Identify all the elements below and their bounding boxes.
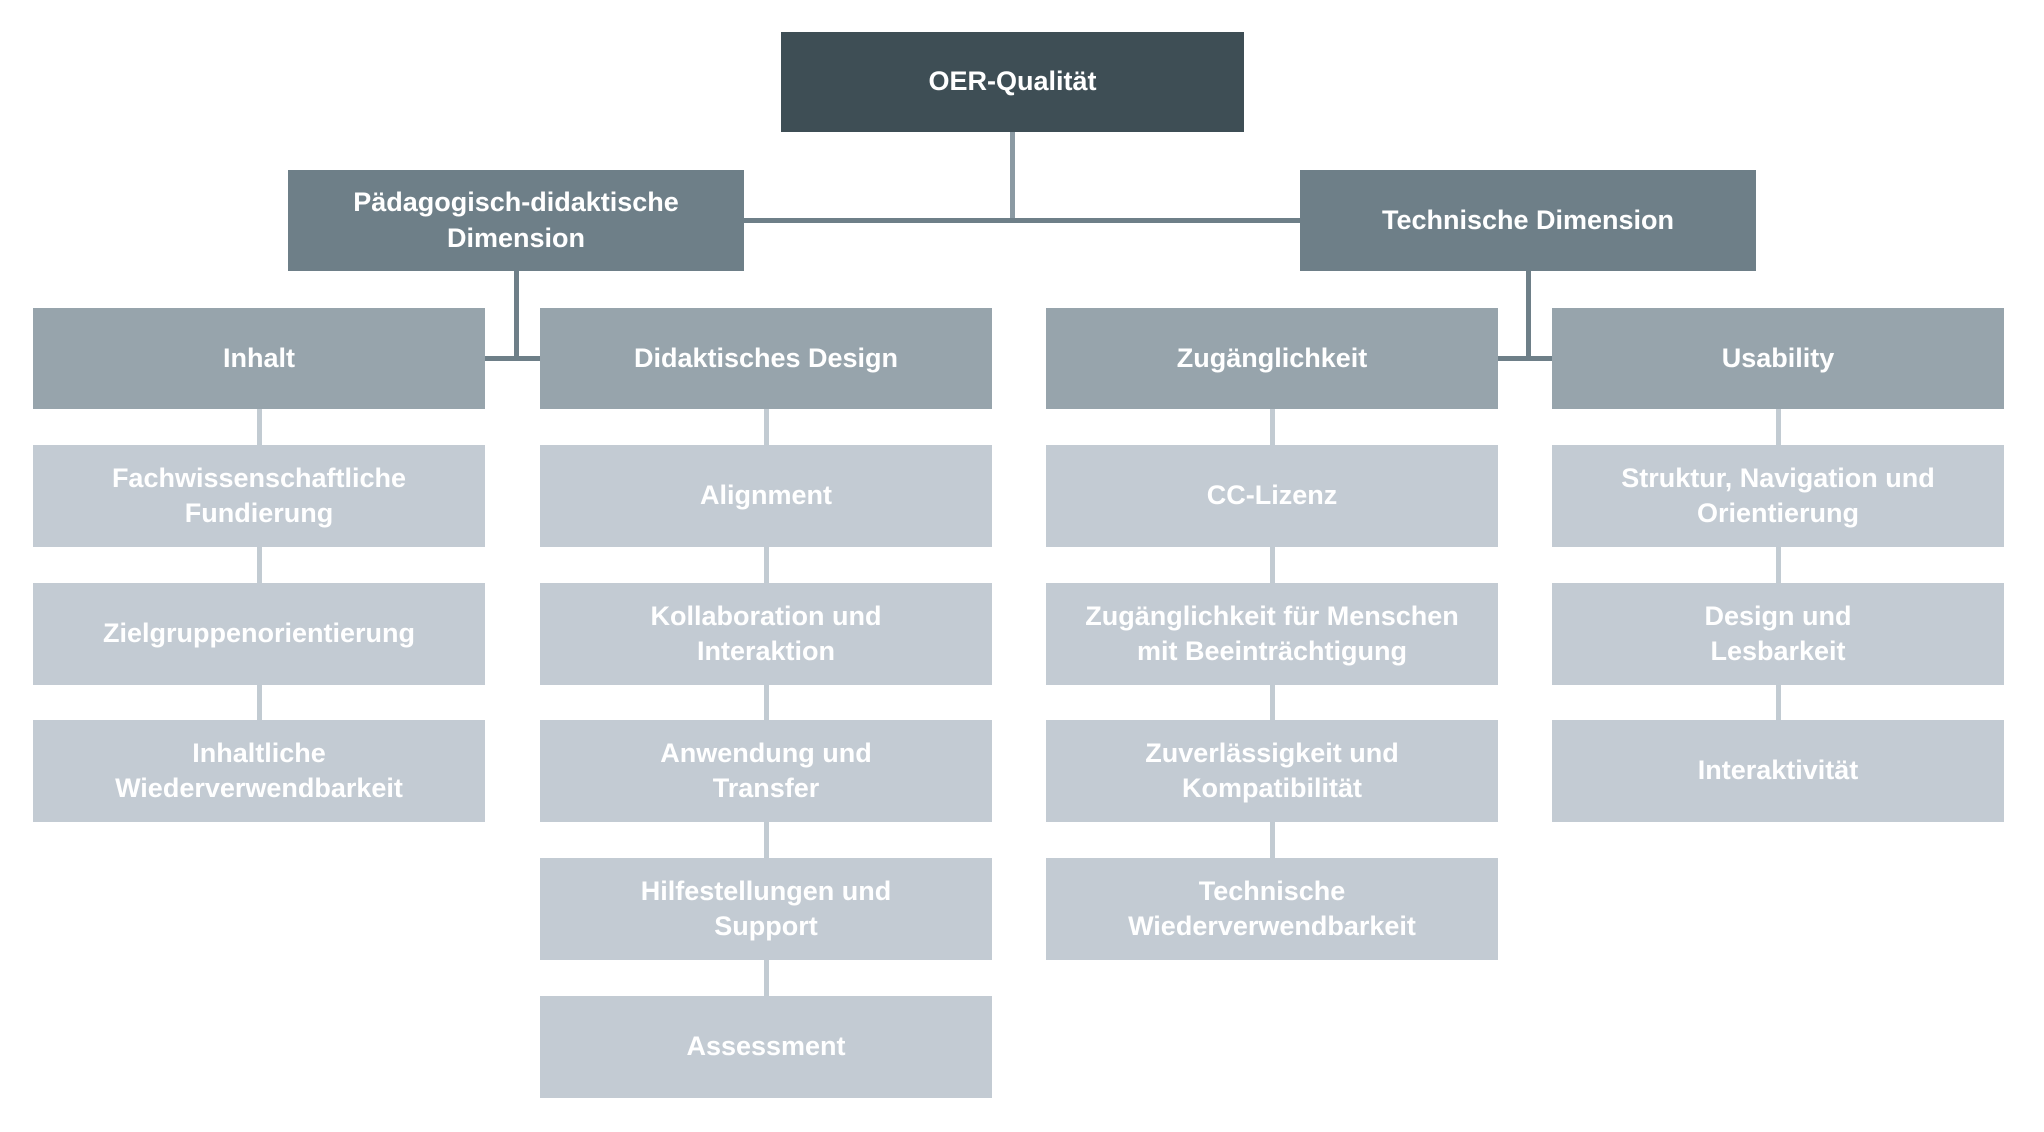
connector-leaf-vertical bbox=[1775, 409, 1781, 445]
connector-dimensions-horizontal bbox=[744, 218, 1300, 223]
connector-leaf-vertical bbox=[763, 547, 769, 583]
dimension-node: Technische Dimension bbox=[1300, 170, 1756, 271]
category-node: Didaktisches Design bbox=[540, 308, 992, 409]
leaf-node: Fachwissenschaftliche Fundierung bbox=[33, 445, 485, 547]
connector-leaf-vertical bbox=[763, 685, 769, 720]
leaf-node: Kollaboration und Interaktion bbox=[540, 583, 992, 685]
category-node: Zugänglichkeit bbox=[1046, 308, 1498, 409]
connector-leaf-vertical bbox=[1269, 822, 1275, 858]
connector-category-stub bbox=[485, 356, 540, 361]
root-node: OER-Qualität bbox=[781, 32, 1244, 132]
category-node: Usability bbox=[1552, 308, 2004, 409]
leaf-node: Zuverlässigkeit und Kompatibilität bbox=[1046, 720, 1498, 822]
leaf-node: Hilfestellungen und Support bbox=[540, 858, 992, 960]
connector-category-stub bbox=[1498, 356, 1552, 361]
leaf-node: Design und Lesbarkeit bbox=[1552, 583, 2004, 685]
connector-leaf-vertical bbox=[256, 547, 262, 583]
leaf-node: Zugänglichkeit für Menschen mit Beeinträ… bbox=[1046, 583, 1498, 685]
leaf-node: Anwendung und Transfer bbox=[540, 720, 992, 822]
leaf-node: Assessment bbox=[540, 996, 992, 1098]
connector-leaf-vertical bbox=[1269, 685, 1275, 720]
connector-dimension-vertical bbox=[1525, 271, 1531, 361]
connector-root-vertical bbox=[1010, 132, 1015, 223]
connector-leaf-vertical bbox=[1775, 685, 1781, 720]
leaf-node: Struktur, Navigation und Orientierung bbox=[1552, 445, 2004, 547]
leaf-node: Interaktivität bbox=[1552, 720, 2004, 822]
leaf-node: Inhaltliche Wiederverwendbarkeit bbox=[33, 720, 485, 822]
leaf-node: CC-Lizenz bbox=[1046, 445, 1498, 547]
connector-leaf-vertical bbox=[763, 822, 769, 858]
leaf-node: Alignment bbox=[540, 445, 992, 547]
dimension-node: Pädagogisch-didaktische Dimension bbox=[288, 170, 744, 271]
connector-leaf-vertical bbox=[256, 409, 262, 445]
connector-leaf-vertical bbox=[1269, 409, 1275, 445]
category-node: Inhalt bbox=[33, 308, 485, 409]
connector-leaf-vertical bbox=[256, 685, 262, 720]
leaf-node: Zielgruppenorientierung bbox=[33, 583, 485, 685]
connector-leaf-vertical bbox=[1269, 547, 1275, 583]
leaf-node: Technische Wiederverwendbarkeit bbox=[1046, 858, 1498, 960]
connector-leaf-vertical bbox=[1775, 547, 1781, 583]
connector-dimension-vertical bbox=[513, 271, 519, 361]
connector-leaf-vertical bbox=[763, 960, 769, 996]
connector-leaf-vertical bbox=[763, 409, 769, 445]
